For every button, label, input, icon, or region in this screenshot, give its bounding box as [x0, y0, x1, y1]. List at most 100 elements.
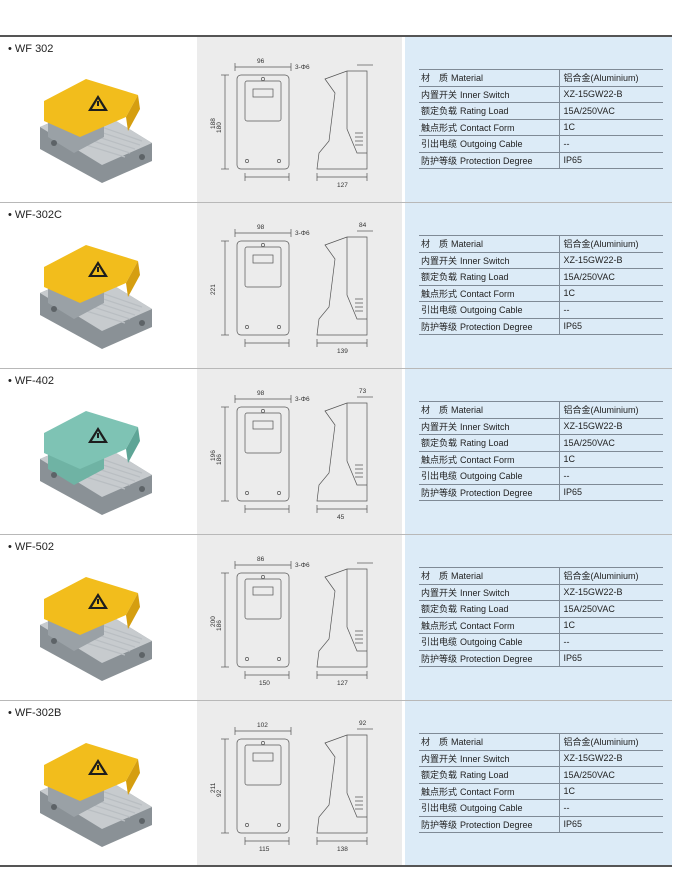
screw-icon — [51, 140, 57, 146]
spec-value-contact: 1C — [558, 285, 663, 302]
product-row-3: • WF-402 — [0, 369, 672, 535]
front-view — [221, 63, 292, 181]
dim-side-top: 84 — [359, 222, 367, 229]
dimension-drawing: 86 3-Φ6 200 186 150 127 — [210, 556, 373, 687]
dim-side: 138 — [337, 846, 348, 853]
drawing-column: 86 3-Φ6 200 186 150 127 — [197, 535, 402, 700]
spec-value-material: 铝合金(Aluminium) — [558, 69, 663, 87]
spec-value-material: 铝合金(Aluminium) — [558, 733, 663, 751]
dim-height2: 186 — [216, 454, 223, 465]
dim-height: 221 — [210, 284, 217, 295]
spec-value-protect: IP65 — [558, 318, 663, 335]
base-ridges — [69, 288, 143, 324]
base-ridges — [69, 620, 143, 656]
spec-value-protect: IP65 — [558, 816, 663, 833]
product-list: • WF 302 — [0, 37, 672, 867]
side-view — [316, 728, 373, 845]
dim-side: 45 — [337, 514, 345, 521]
pedal-front — [126, 759, 140, 795]
dim-bottom: 150 — [259, 680, 270, 687]
screw-icon — [51, 472, 57, 478]
pedal-front — [126, 593, 140, 629]
spec-value-cable: -- — [558, 135, 663, 153]
dim-height2: 180 — [216, 122, 223, 133]
screw-icon — [51, 306, 57, 312]
model-name: • WF-502 — [8, 541, 55, 553]
photo-column: • WF-302C — [0, 203, 197, 368]
dim-height: 211 — [210, 782, 217, 793]
front-view — [221, 229, 292, 347]
dim-top: 96 — [257, 58, 265, 65]
dim-side: 139 — [337, 348, 348, 355]
spec-value-protect: IP65 — [558, 152, 663, 169]
model-name: • WF-402 — [8, 375, 55, 387]
screw-icon — [139, 652, 145, 658]
spec-value-cable: -- — [558, 301, 663, 319]
spec-value-contact: 1C — [558, 617, 663, 634]
spec-value-switch: XZ-15GW22-B — [558, 86, 663, 103]
spec-value-load: 15A/250VAC — [558, 766, 663, 784]
spec-value-material: 铝合金(Aluminium) — [558, 401, 663, 419]
dim-height: 200 — [210, 616, 217, 627]
spec-value-switch: XZ-15GW22-B — [558, 418, 663, 435]
side-view — [316, 230, 373, 347]
drawing-column: 102 211 92 115 92 138 — [197, 701, 402, 865]
spec-value-contact: 1C — [558, 451, 663, 468]
side-view — [316, 396, 373, 513]
dim-side: 127 — [337, 182, 348, 189]
pedal-front — [126, 427, 140, 463]
dim-height: 196 — [210, 450, 217, 461]
photo-column: • WF 302 — [0, 37, 197, 202]
dim-side: 127 — [337, 680, 348, 687]
screw-icon — [139, 320, 145, 326]
base-ridges — [69, 122, 143, 158]
pedal-front — [126, 95, 140, 131]
dim-top: 98 — [257, 390, 265, 397]
dimension-drawing: 96 3-Φ6 188 180 127 — [210, 58, 373, 189]
model-name: • WF-302B — [8, 707, 62, 719]
dim-hole: 3-Φ6 — [295, 562, 310, 569]
foot-switch-photo — [40, 79, 152, 183]
side-view — [316, 64, 373, 181]
top-rule — [0, 35, 672, 37]
photo-column: • WF-502 — [0, 535, 197, 700]
foot-switch-photo — [40, 245, 152, 349]
screw-icon — [139, 818, 145, 824]
spec-value-cable: -- — [558, 799, 663, 817]
spec-value-protect: IP65 — [558, 484, 663, 501]
model-name: • WF-302C — [8, 209, 62, 221]
foot-switch-photo — [40, 743, 152, 847]
dim-hole: 3-Φ6 — [295, 396, 310, 403]
dim-top: 98 — [257, 224, 265, 231]
base-ridges — [69, 454, 143, 490]
spec-value-load: 15A/250VAC — [558, 434, 663, 452]
spec-value-switch: XZ-15GW22-B — [558, 252, 663, 269]
dim-height2: 92 — [216, 789, 223, 797]
